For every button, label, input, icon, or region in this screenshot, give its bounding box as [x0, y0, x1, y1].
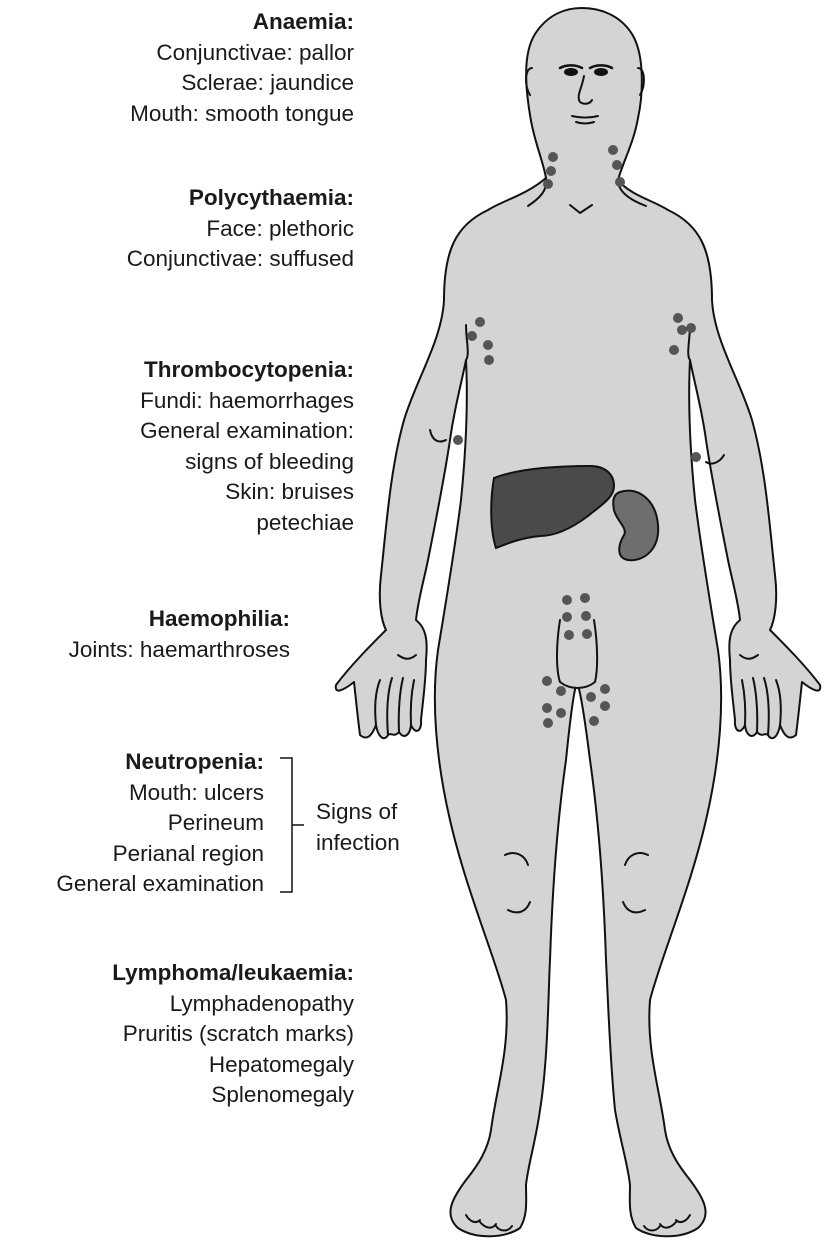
- anaemia-line: Sclerae: jaundice: [181, 70, 354, 95]
- thrombocytopenia-line: General examination:: [140, 418, 354, 443]
- lymphoma-title: Lymphoma/leukaemia:: [112, 960, 354, 985]
- polycythaemia-title: Polycythaemia:: [188, 185, 354, 210]
- polycythaemia-line: Conjunctivae: suffused: [126, 246, 354, 271]
- neutropenia-title: Neutropenia:: [125, 749, 264, 774]
- signs-of-infection-label: Signs of infection: [316, 797, 400, 858]
- anaemia-title: Anaemia:: [252, 9, 354, 34]
- infection-line: infection: [316, 829, 400, 855]
- thrombocytopenia-line: Fundi: haemorrhages: [140, 387, 354, 413]
- polycythaemia-line: Face: plethoric: [206, 215, 354, 241]
- haemophilia-block: Haemophilia: Joints: haemarthroses: [69, 604, 290, 665]
- spleen: [612, 489, 660, 562]
- lymph-nodes: [453, 145, 701, 728]
- neutropenia-bracket: [280, 757, 304, 893]
- anaemia-line: Mouth: smooth tongue: [130, 100, 354, 126]
- neutropenia-block: Neutropenia: Mouth: ulcers Perineum Peri…: [56, 747, 264, 900]
- anaemia-block: Anaemia: Conjunctivae: pallor Sclerae: j…: [130, 7, 354, 129]
- neutropenia-line: Perineum: [167, 810, 264, 835]
- infection-line: Signs of: [316, 799, 398, 824]
- thrombocytopenia-line: Skin: bruises: [225, 479, 354, 504]
- haemophilia-title: Haemophilia:: [148, 606, 290, 631]
- lymphoma-block: Lymphoma/leukaemia: Lymphadenopathy Prur…: [112, 958, 354, 1111]
- neutropenia-line: Perianal region: [112, 840, 264, 866]
- neutropenia-line: Mouth: ulcers: [128, 779, 264, 805]
- anaemia-line: Conjunctivae: pallor: [156, 39, 354, 65]
- thrombocytopenia-line: petechiae: [256, 509, 354, 535]
- thrombocytopenia-block: Thrombocytopenia: Fundi: haemorrhages Ge…: [140, 355, 354, 538]
- polycythaemia-block: Polycythaemia: Face: plethoric Conjuncti…: [127, 183, 354, 275]
- liver: [490, 464, 616, 550]
- thrombocytopenia-line: signs of bleeding: [185, 448, 354, 474]
- thrombocytopenia-title: Thrombocytopenia:: [143, 357, 354, 382]
- lymphoma-line: Hepatomegaly: [208, 1051, 354, 1077]
- lymphoma-line: Pruritis (scratch marks): [122, 1021, 354, 1046]
- lymphoma-line: Splenomegaly: [211, 1082, 354, 1107]
- neutropenia-line: General examination: [56, 871, 264, 896]
- lymphoma-line: Lymphadenopathy: [169, 990, 354, 1016]
- haemophilia-line: Joints: haemarthroses: [68, 636, 290, 662]
